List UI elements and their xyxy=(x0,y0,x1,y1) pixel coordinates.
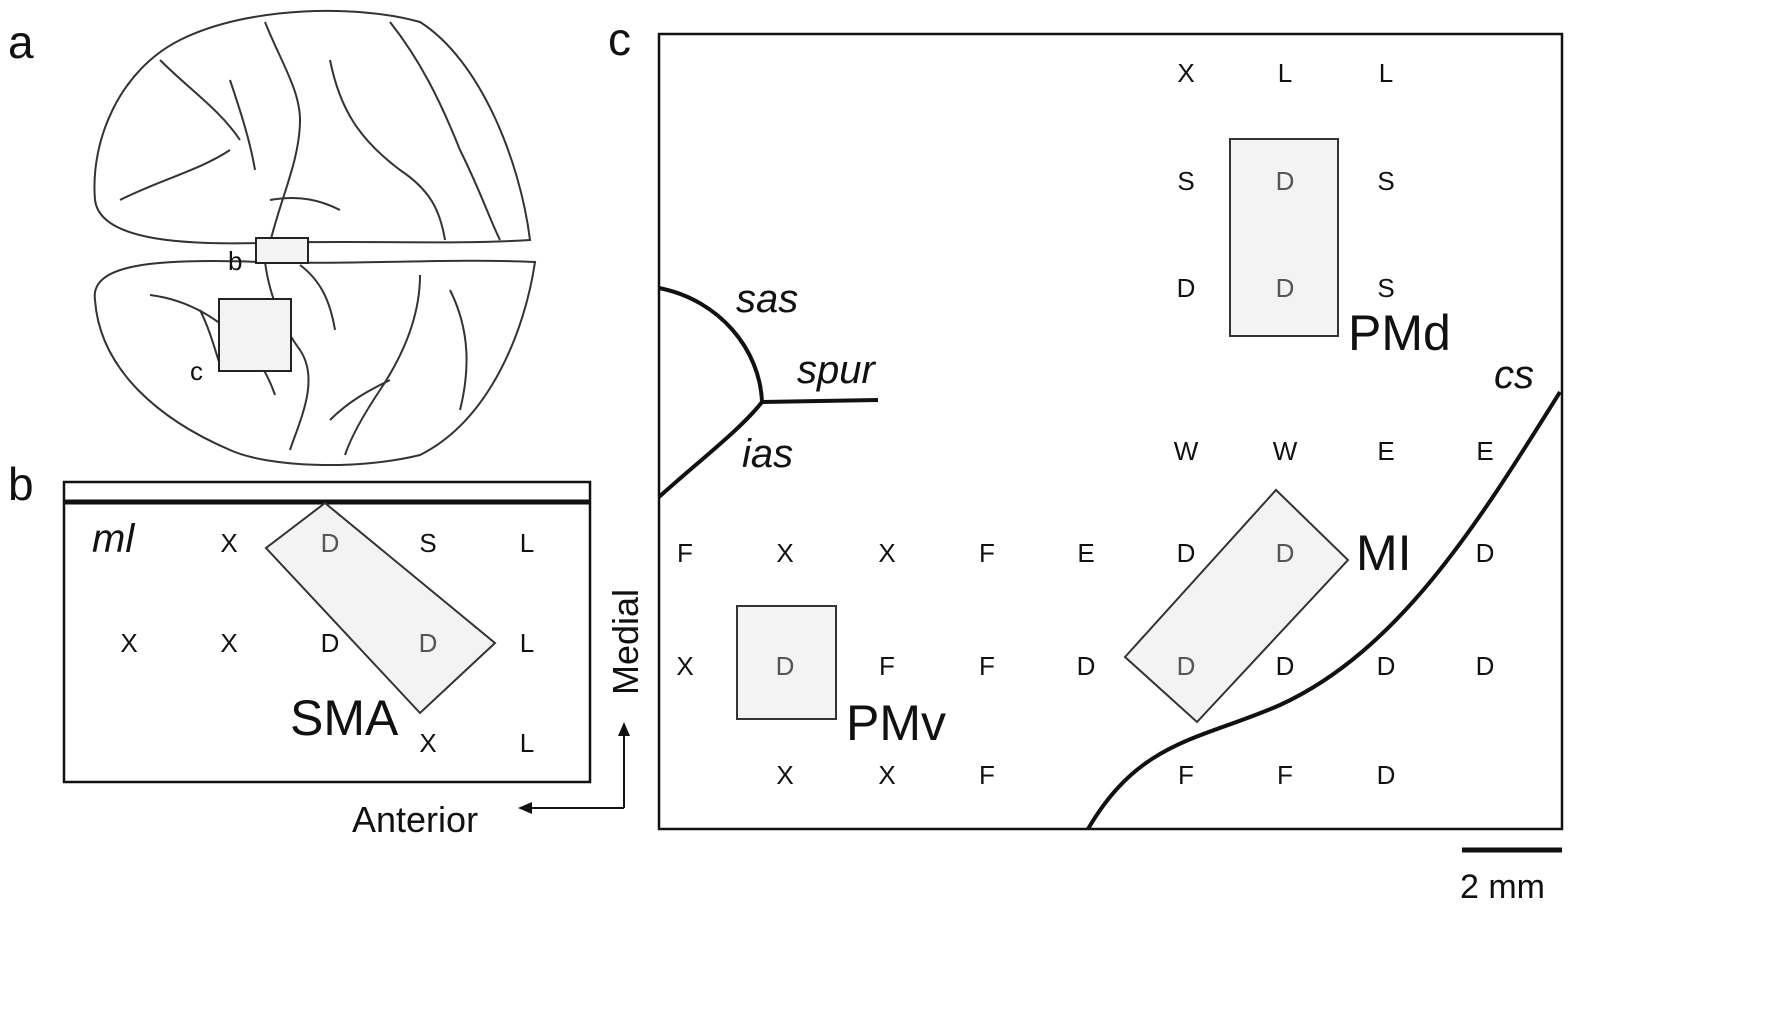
panel-c-code-r4-c6: D xyxy=(1276,538,1295,568)
panel-c-code-r4-c2: X xyxy=(878,538,895,568)
panel-b-code-r2-c3: X xyxy=(419,728,436,758)
panel-c: sas spur ias cs PMd PMv MI X L L S D S D D S W W E E… xyxy=(657,32,1564,831)
panel-c-code-r5-c5: D xyxy=(1177,651,1196,681)
panel-c-code-r4-c1: X xyxy=(776,538,793,568)
panel-c-code-r3-c8: E xyxy=(1476,436,1493,466)
panel-b-code-r0-c3: S xyxy=(419,528,436,558)
panel-c-code-r6-c2: X xyxy=(878,760,895,790)
spur-label: spur xyxy=(797,348,876,392)
inset-box-c xyxy=(218,298,292,372)
panel-c-code-r3-c7: E xyxy=(1377,436,1394,466)
panel-c-code-r4-c4: E xyxy=(1077,538,1094,568)
panel-b-code-r1-c2: D xyxy=(321,628,340,658)
panel-c-code-r1-c7: S xyxy=(1377,166,1394,196)
panel-c-code-r5-c7: D xyxy=(1377,651,1396,681)
panel-c-code-r0-c6: L xyxy=(1278,58,1292,88)
anterior-label: Anterior xyxy=(352,799,478,840)
sma-label: SMA xyxy=(290,690,399,746)
scale-bar-label: 2 mm xyxy=(1460,868,1545,906)
panel-c-code-r6-c1: X xyxy=(776,760,793,790)
cs-label: cs xyxy=(1494,353,1534,397)
inset-label-c: c xyxy=(190,356,203,386)
orientation-axes: Anterior Medial xyxy=(352,589,646,840)
panel-c-code-r5-c0: X xyxy=(676,651,693,681)
panel-b-code-grid: X D S L X X D D L X L xyxy=(120,528,534,758)
panel-b-code-r2-c4: L xyxy=(520,728,534,758)
scale-bar: 2 mm xyxy=(1460,847,1562,906)
panel-letter-c: c xyxy=(608,13,631,65)
panel-c-frame xyxy=(657,32,1564,831)
panel-b-frame xyxy=(62,480,592,784)
panel-b-code-r0-c4: L xyxy=(520,528,534,558)
panel-c-code-r5-c3: F xyxy=(979,651,995,681)
panel-b-code-r1-c0: X xyxy=(120,628,137,658)
sas-sulcus xyxy=(657,286,765,499)
panel-b: ml SMA X D S L X X D D L X L xyxy=(62,480,592,784)
panel-b-code-r1-c1: X xyxy=(220,628,237,658)
panel-c-code-r2-c7: S xyxy=(1377,273,1394,303)
panel-c-code-r3-c5: W xyxy=(1174,436,1199,466)
panel-c-code-r3-c6: W xyxy=(1273,436,1298,466)
panel-c-code-r5-c8: D xyxy=(1476,651,1495,681)
panel-c-code-r6-c7: D xyxy=(1377,760,1396,790)
panel-c-code-r0-c7: L xyxy=(1379,58,1393,88)
inset-box-b xyxy=(255,237,309,264)
panel-c-code-r6-c6: F xyxy=(1277,760,1293,790)
cs-sulcus xyxy=(1086,390,1562,831)
panel-c-code-r5-c1: D xyxy=(776,651,795,681)
panel-letter-a: a xyxy=(8,16,34,68)
inset-label-b: b xyxy=(228,246,242,276)
pmd-recording-site xyxy=(1229,138,1339,337)
mi-recording-site xyxy=(1123,488,1350,724)
panel-c-code-r6-c3: F xyxy=(979,760,995,790)
sma-recording-site xyxy=(264,501,497,715)
panel-c-code-r0-c5: X xyxy=(1177,58,1194,88)
pmv-recording-site xyxy=(736,605,837,720)
panel-c-code-r2-c6: D xyxy=(1276,273,1295,303)
panel-letter-b: b xyxy=(8,458,34,510)
panel-c-code-r4-c3: F xyxy=(979,538,995,568)
panel-c-code-r5-c2: F xyxy=(879,651,895,681)
panel-c-code-r4-c0: F xyxy=(677,538,693,568)
panel-c-code-r1-c6: D xyxy=(1276,166,1295,196)
panel-b-code-r1-c4: L xyxy=(520,628,534,658)
sas-label: sas xyxy=(736,277,798,321)
panel-c-code-r2-c5: D xyxy=(1177,273,1196,303)
brain-sketch xyxy=(93,9,537,466)
panel-c-code-r4-c8: D xyxy=(1476,538,1495,568)
spur-sulcus xyxy=(761,398,879,404)
panel-c-code-r1-c5: S xyxy=(1177,166,1194,196)
medial-label: Medial xyxy=(605,589,646,695)
panel-b-code-r1-c3: D xyxy=(419,628,438,658)
ias-label: ias xyxy=(742,432,793,476)
panel-b-code-r0-c1: X xyxy=(220,528,237,558)
mi-label: MI xyxy=(1356,525,1412,581)
panel-c-code-r6-c5: F xyxy=(1178,760,1194,790)
panel-b-code-r0-c2: D xyxy=(321,528,340,558)
panel-c-code-r4-c5: D xyxy=(1177,538,1196,568)
pmd-label: PMd xyxy=(1348,305,1451,361)
panel-c-code-grid: X L L S D S D D S W W E E F X X F E D D D X D F F D D D D D X X F F F D xyxy=(676,58,1494,790)
pmv-label: PMv xyxy=(846,695,946,751)
ml-label: ml xyxy=(92,517,135,561)
panel-c-code-r5-c6: D xyxy=(1276,651,1295,681)
panel-c-code-r5-c4: D xyxy=(1077,651,1096,681)
